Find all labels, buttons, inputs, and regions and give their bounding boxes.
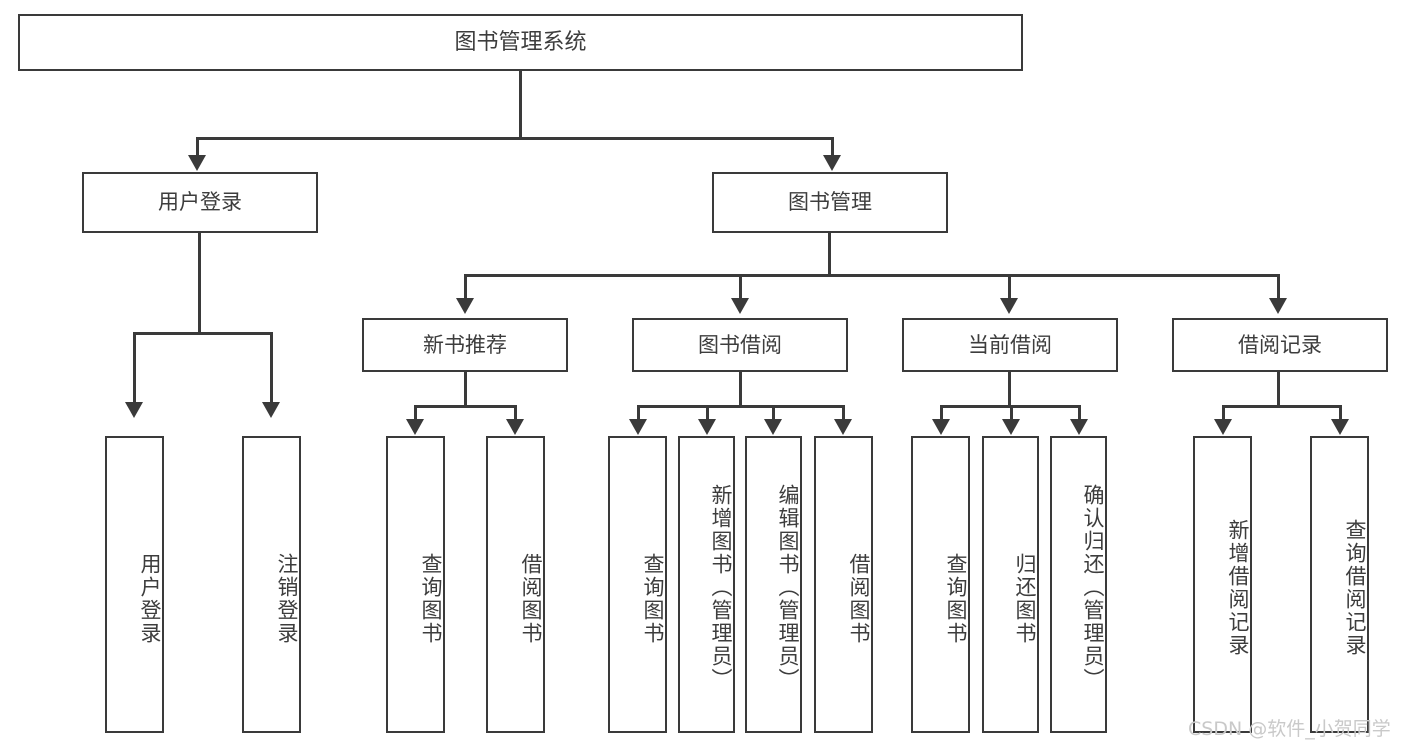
connector-record-leaf1 [1222,405,1225,423]
arrowhead-bookmgmt-record [1269,298,1287,314]
node-label: 查询借阅记录 [1343,518,1367,657]
node-label: 新增借阅记录 [1226,518,1250,657]
connector-root-bus [196,137,833,140]
arrowhead-record-leaf1 [1214,419,1232,435]
arrowhead-root-to-login [188,155,206,171]
arrowhead-cborrow-leaf3 [1070,419,1088,435]
arrowhead-root-to-bookmgmt [823,155,841,171]
connector-record-stem [1277,372,1280,407]
connector-root-stem [519,71,522,139]
connector-bborrow-leaf1 [637,405,640,423]
connector-bookmgmt-to-current [1008,274,1011,302]
connector-record-bus [1222,405,1339,408]
leaf-borrow-book[interactable]: 借阅图书 [814,436,873,733]
connector-newbook-stem [464,372,467,407]
connector-login-to-leaf2 [270,332,273,406]
node-label: 新增图书（管理员） [709,484,733,691]
leaf-add-borrow-record[interactable]: 新增借阅记录 [1193,436,1252,733]
connector-bborrow-bus [637,405,844,408]
leaf-add-book-admin[interactable]: 新增图书（管理员） [678,436,735,733]
arrowhead-newbook-leaf1 [406,419,424,435]
node-user-login[interactable]: 用户登录 [82,172,318,233]
connector-newbook-leaf1 [414,405,417,423]
node-label: 归还图书 [1013,552,1037,645]
node-label: 确认归还（管理员） [1081,484,1105,691]
leaf-query-book-new[interactable]: 查询图书 [386,436,445,733]
leaf-confirm-return-admin[interactable]: 确认归还（管理员） [1050,436,1107,733]
connector-bookmgmt-to-borrow [739,274,742,302]
node-label: 借阅图书 [847,552,871,645]
connector-cborrow-stem [1008,372,1011,407]
node-label: 当前借阅 [968,332,1052,357]
connector-bookmgmt-to-new [464,274,467,302]
leaf-logout[interactable]: 注销登录 [242,436,301,733]
arrowhead-bookmgmt-current [1000,298,1018,314]
node-current-borrow[interactable]: 当前借阅 [902,318,1118,372]
leaf-borrow-book-new[interactable]: 借阅图书 [486,436,545,733]
leaf-user-login[interactable]: 用户登录 [105,436,164,733]
node-label: 查询图书 [641,552,665,645]
connector-newbook-leaf2 [514,405,517,423]
node-label: 查询图书 [944,552,968,645]
connector-bookmgmt-to-record [1277,274,1280,302]
connector-cborrow-leaf1 [940,405,943,423]
node-borrow-record[interactable]: 借阅记录 [1172,318,1388,372]
connector-bookmgmt-bus [464,274,1280,277]
arrowhead-cborrow-leaf1 [932,419,950,435]
arrowhead-bborrow-leaf3 [764,419,782,435]
node-label: 图书管理 [788,190,872,215]
arrowhead-record-leaf2 [1331,419,1349,435]
connector-bookmgmt-stem [828,233,831,277]
connector-cborrow-leaf2 [1010,405,1013,423]
node-label: 查询图书 [419,552,443,645]
arrowhead-newbook-leaf2 [506,419,524,435]
node-label: 用户登录 [138,552,162,645]
arrowhead-bborrow-leaf1 [629,419,647,435]
connector-root-to-login [196,137,199,159]
connector-login-stem [198,233,201,334]
connector-bborrow-leaf2 [706,405,709,423]
connector-bborrow-stem [739,372,742,407]
arrowhead-bookmgmt-borrow [731,298,749,314]
csdn-watermark: CSDN @软件_小贺同学 [1188,718,1391,740]
arrowhead-login-leaf1 [125,402,143,418]
node-label: 借阅图书 [519,552,543,645]
leaf-edit-book-admin[interactable]: 编辑图书（管理员） [745,436,802,733]
leaf-query-borrow-record[interactable]: 查询借阅记录 [1310,436,1369,733]
node-label: 注销登录 [275,552,299,645]
connector-cborrow-leaf3 [1078,405,1081,423]
node-book-borrow[interactable]: 图书借阅 [632,318,848,372]
connector-newbook-bus [414,405,514,408]
connector-login-to-leaf1 [133,332,136,406]
node-label: 借阅记录 [1238,332,1322,357]
arrowhead-bborrow-leaf4 [834,419,852,435]
leaf-query-book-current[interactable]: 查询图书 [911,436,970,733]
arrowhead-cborrow-leaf2 [1002,419,1020,435]
arrowhead-bborrow-leaf2 [698,419,716,435]
connector-bborrow-leaf4 [842,405,845,423]
leaf-return-book[interactable]: 归还图书 [982,436,1039,733]
leaf-query-book-borrow[interactable]: 查询图书 [608,436,667,733]
node-book-management[interactable]: 图书管理 [712,172,948,233]
node-label: 新书推荐 [423,332,507,357]
connector-bborrow-leaf3 [772,405,775,423]
node-label: 用户登录 [158,190,242,215]
node-new-book-recommend[interactable]: 新书推荐 [362,318,568,372]
arrowhead-login-leaf2 [262,402,280,418]
node-label: 编辑图书（管理员） [776,484,800,691]
arrowhead-bookmgmt-new [456,298,474,314]
node-label: 图书借阅 [698,332,782,357]
connector-root-to-bookmgmt [831,137,834,159]
connector-login-bus [133,332,270,335]
node-root-system[interactable]: 图书管理系统 [18,14,1023,71]
node-label: 图书管理系统 [454,29,587,55]
connector-record-leaf2 [1339,405,1342,423]
